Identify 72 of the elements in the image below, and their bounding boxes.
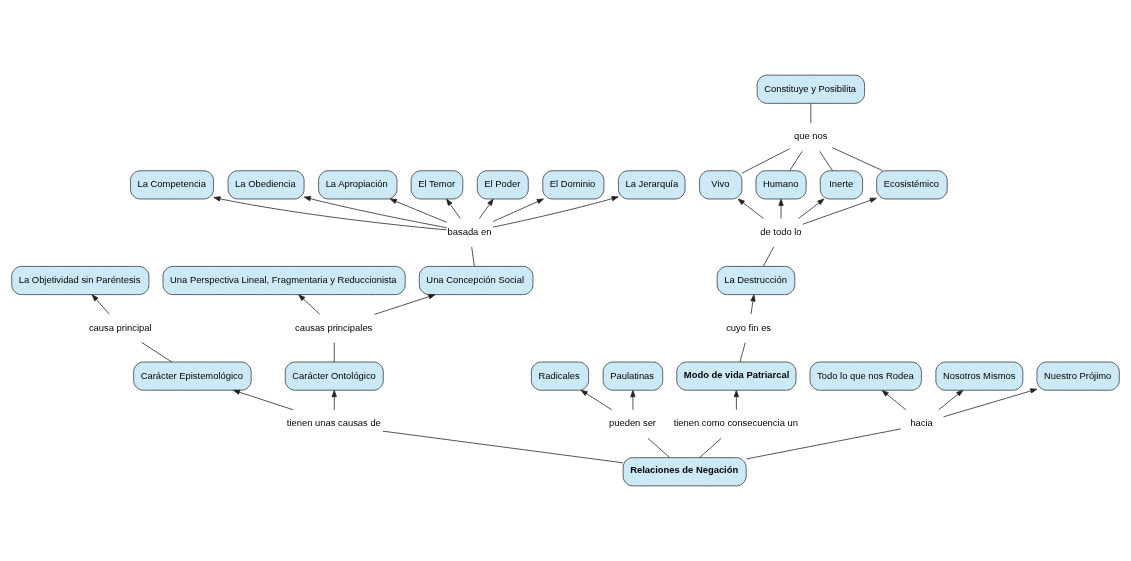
arrow bbox=[479, 198, 494, 219]
node-box: Ecosistémico bbox=[876, 170, 948, 200]
node-text: hacia bbox=[910, 417, 933, 429]
arrow bbox=[881, 390, 907, 411]
node-text: pueden ser bbox=[609, 417, 656, 429]
node-text: tienen unas causas de bbox=[286, 417, 381, 429]
node-text: tienen como consecuencia un bbox=[673, 417, 798, 429]
node-box: Modo de vida Patriarcal bbox=[676, 361, 797, 391]
connector bbox=[471, 246, 475, 267]
node-box: Vivo bbox=[699, 170, 743, 200]
arrow bbox=[733, 390, 739, 411]
node-box: Todo lo que nos Rodea bbox=[809, 361, 922, 391]
node-box: La Obediencia bbox=[227, 170, 305, 200]
node-text: basada en bbox=[447, 226, 492, 238]
node-box: Relaciones de Negación bbox=[622, 457, 747, 487]
arrow bbox=[492, 198, 544, 222]
connector bbox=[141, 342, 173, 363]
connector bbox=[819, 150, 833, 172]
arrow bbox=[938, 389, 964, 411]
connector bbox=[699, 437, 722, 458]
node-text: cuyo fin es bbox=[726, 321, 772, 333]
connector bbox=[647, 437, 671, 458]
node-box: Radicales bbox=[531, 361, 589, 391]
node-box: La Competencia bbox=[130, 170, 214, 200]
arrow bbox=[331, 390, 337, 411]
connector bbox=[382, 430, 624, 464]
connector bbox=[333, 342, 335, 363]
node-box: Constituye y Posibilita bbox=[756, 74, 865, 104]
arrow bbox=[298, 294, 321, 315]
node-box: Inerte bbox=[819, 170, 863, 200]
node-box: Paulatinas bbox=[602, 361, 664, 391]
node-text: causas principales bbox=[295, 321, 373, 333]
node-box: Carácter Epistemológico bbox=[133, 361, 252, 391]
arrow bbox=[802, 197, 877, 225]
node-box: Nuestro Prójimo bbox=[1036, 361, 1120, 391]
arrow bbox=[91, 294, 110, 315]
node-box: Nosotros Mismos bbox=[935, 361, 1024, 391]
arrow bbox=[492, 196, 619, 228]
connector bbox=[831, 147, 884, 172]
node-box: La Jerarquía bbox=[618, 170, 686, 200]
node-box: Carácter Ontológico bbox=[284, 361, 384, 391]
connector bbox=[810, 103, 812, 124]
arrow bbox=[303, 196, 448, 229]
arrow bbox=[778, 198, 784, 219]
arrow bbox=[389, 198, 448, 223]
node-box: Humano bbox=[755, 170, 807, 200]
arrow bbox=[943, 388, 1038, 418]
arrow bbox=[798, 198, 825, 219]
arrow bbox=[374, 294, 436, 315]
connector bbox=[746, 428, 902, 460]
node-box: El Dominio bbox=[542, 170, 605, 200]
node-box: El Temor bbox=[410, 170, 464, 200]
connector bbox=[789, 150, 803, 172]
node-box: Una Concepción Social bbox=[418, 266, 534, 295]
arrow bbox=[630, 390, 636, 411]
arrow bbox=[213, 196, 448, 231]
connector bbox=[739, 342, 746, 363]
node-text: que nos bbox=[793, 130, 828, 142]
arrow bbox=[232, 389, 294, 411]
connector bbox=[762, 246, 775, 267]
node-box: Una Perspectiva Lineal, Fragmentaria y Reduccionista bbox=[162, 266, 406, 295]
node-box: La Objetividad sin Paréntesis bbox=[11, 266, 150, 295]
node-box: El Poder bbox=[476, 170, 529, 200]
node-box: La Destrucción bbox=[716, 266, 796, 295]
arrow bbox=[737, 198, 764, 219]
arrow bbox=[446, 198, 461, 219]
arrow bbox=[580, 389, 613, 411]
node-text: causa principal bbox=[88, 321, 152, 333]
arrow bbox=[750, 294, 756, 315]
node-box: La Apropiación bbox=[318, 170, 398, 200]
node-text: de todo lo bbox=[760, 226, 802, 238]
connector bbox=[741, 148, 790, 174]
